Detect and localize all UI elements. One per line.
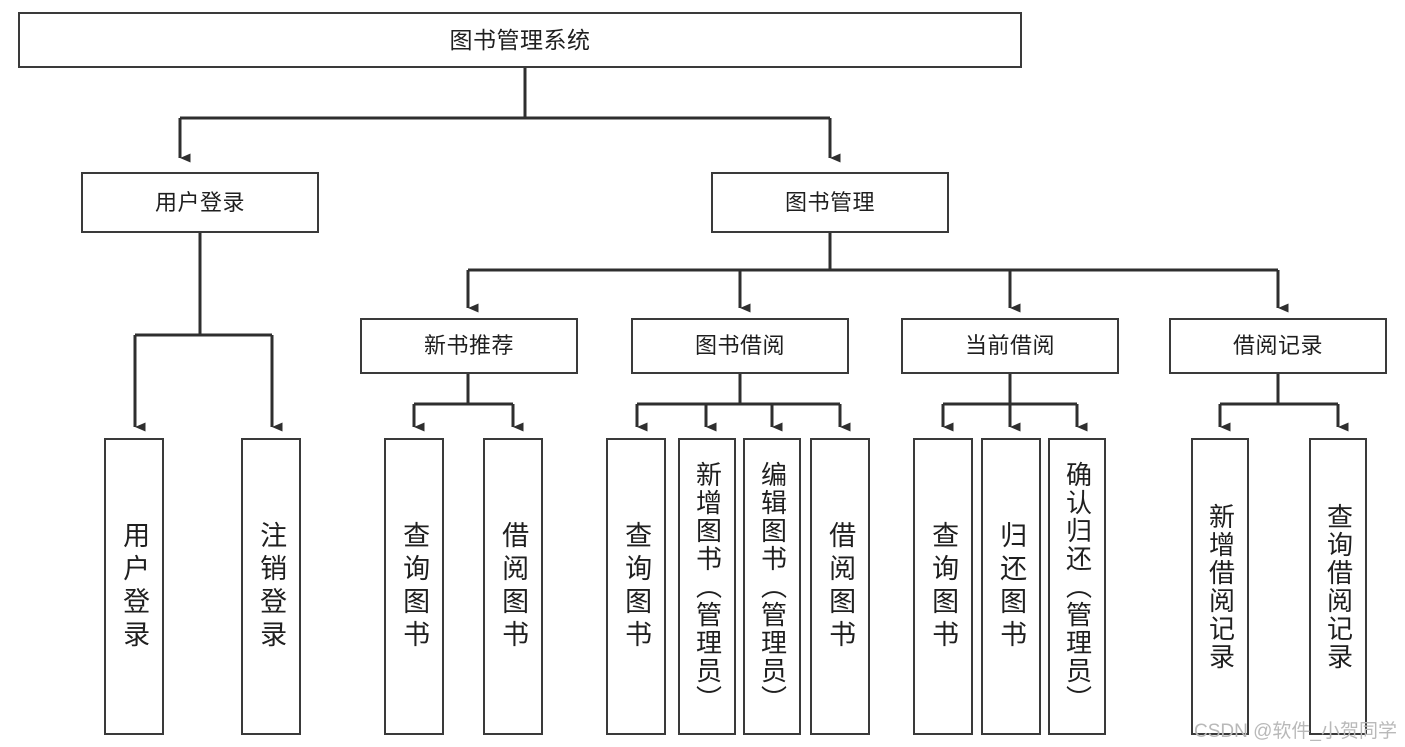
node-book-borrow[interactable]: 图书借阅 bbox=[631, 318, 849, 374]
node-label: 归还图书 bbox=[996, 520, 1027, 653]
node-label: 查询图书 bbox=[399, 520, 430, 653]
node-borrow-record[interactable]: 借阅记录 bbox=[1169, 318, 1387, 374]
node-label: 用户登录 bbox=[119, 520, 150, 653]
node-book-management[interactable]: 图书管理 bbox=[711, 172, 949, 233]
leaf-br-query-record[interactable]: 查询借阅记录 bbox=[1309, 438, 1367, 735]
leaf-bb-add-book[interactable]: 新增图书（管理员） bbox=[678, 438, 736, 735]
node-user-login[interactable]: 用户登录 bbox=[81, 172, 319, 233]
leaf-cb-return-book[interactable]: 归还图书 bbox=[981, 438, 1041, 735]
watermark-text: CSDN @软件_小贺同学 bbox=[1194, 721, 1397, 742]
node-label: 借阅图书 bbox=[825, 520, 856, 653]
node-label: 用户登录 bbox=[154, 189, 245, 215]
node-new-book-recommend[interactable]: 新书推荐 bbox=[360, 318, 578, 374]
leaf-bb-borrow-book[interactable]: 借阅图书 bbox=[810, 438, 870, 735]
node-label: 确认归还（管理员） bbox=[1062, 460, 1093, 713]
node-label: 查询图书 bbox=[928, 520, 959, 653]
node-label: 编辑图书（管理员） bbox=[757, 460, 788, 713]
leaf-nb-borrow-book[interactable]: 借阅图书 bbox=[483, 438, 543, 735]
leaf-logout[interactable]: 注销登录 bbox=[241, 438, 301, 735]
node-label: 新书推荐 bbox=[423, 333, 514, 359]
node-current-borrow[interactable]: 当前借阅 bbox=[901, 318, 1119, 374]
node-label: 图书管理系统 bbox=[449, 26, 591, 53]
leaf-bb-edit-book[interactable]: 编辑图书（管理员） bbox=[743, 438, 801, 735]
node-label: 借阅图书 bbox=[498, 520, 529, 653]
node-label: 图书管理 bbox=[784, 189, 875, 215]
leaf-br-add-record[interactable]: 新增借阅记录 bbox=[1191, 438, 1249, 735]
node-label: 当前借阅 bbox=[964, 333, 1055, 359]
node-label: 新增借阅记录 bbox=[1205, 502, 1236, 671]
leaf-bb-query-book[interactable]: 查询图书 bbox=[606, 438, 666, 735]
node-label: 借阅记录 bbox=[1232, 333, 1323, 359]
node-root-system[interactable]: 图书管理系统 bbox=[18, 12, 1022, 68]
leaf-nb-query-book[interactable]: 查询图书 bbox=[384, 438, 444, 735]
node-label: 图书借阅 bbox=[694, 333, 785, 359]
node-label: 新增图书（管理员） bbox=[692, 460, 723, 713]
node-label: 注销登录 bbox=[256, 520, 287, 653]
node-label: 查询图书 bbox=[621, 520, 652, 653]
leaf-user-login[interactable]: 用户登录 bbox=[104, 438, 164, 735]
leaf-cb-confirm-return[interactable]: 确认归还（管理员） bbox=[1048, 438, 1106, 735]
node-label: 查询借阅记录 bbox=[1323, 502, 1354, 671]
leaf-cb-query-book[interactable]: 查询图书 bbox=[913, 438, 973, 735]
